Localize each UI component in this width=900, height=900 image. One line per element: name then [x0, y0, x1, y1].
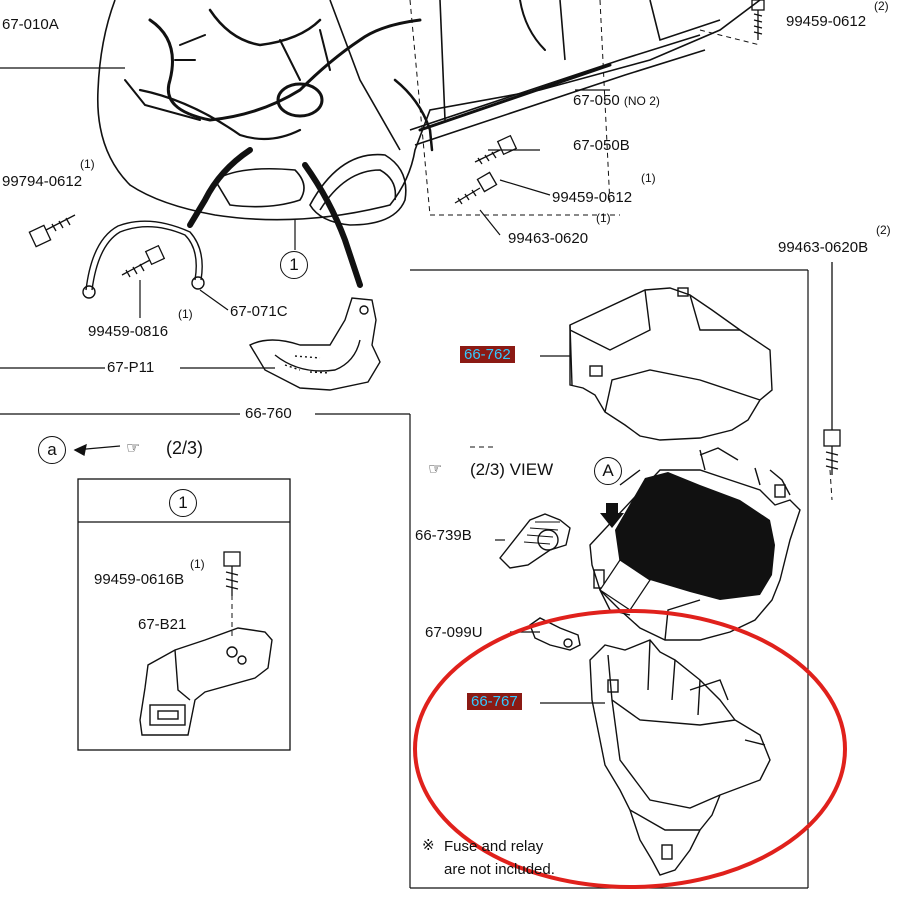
footnote-line-2: are not included. — [444, 861, 555, 878]
callout-circle-a: a — [38, 436, 66, 464]
bolt-icon-99463-0620 — [454, 171, 498, 205]
label-99459-0616B: 99459-0616B — [94, 571, 185, 588]
label-two-thirds: (2/3) — [166, 438, 204, 458]
label-99463-0620: 99463-0620 — [508, 230, 589, 247]
highlight-ellipse — [413, 609, 847, 889]
label-66-762-highlight: 66-762 — [460, 346, 515, 363]
terminal-66-739B-drawing — [499, 513, 571, 569]
label-66-762: 66-762 — [460, 346, 515, 363]
label-99463-0620B: 99463-0620B — [778, 239, 869, 256]
bolt-icon-99459-0816 — [121, 244, 166, 278]
callout-circle-1: 1 — [280, 251, 308, 279]
label-view: (2/3) VIEW — [470, 460, 554, 479]
leader-lines — [0, 67, 809, 889]
label-66-760: 66-760 — [245, 405, 292, 422]
label-67-050-suffix: (NO 2) — [623, 94, 660, 108]
fuse-box-bracket-66-767-drawing — [589, 639, 771, 876]
label-67-P11: 67-P11 — [107, 359, 155, 376]
label-67-050-number: 67-050 — [573, 92, 620, 109]
inset-circle-1: 1 — [169, 489, 197, 517]
hand-pointer-icon-left: ☞ — [126, 438, 141, 457]
label-67-099U: 67-099U — [425, 624, 483, 641]
label-qty-99463-0620B: (2) — [876, 223, 891, 237]
label-99794-0612: 99794-0612 — [2, 173, 83, 190]
label-66-767: 66-767 — [467, 693, 522, 710]
bolt-icon-99459-0612 — [474, 134, 518, 165]
footnote-line-1: Fuse and relay — [444, 838, 544, 855]
label-66-767-highlight: 66-767 — [467, 693, 522, 710]
label-qty-99459-0816: (1) — [178, 307, 193, 321]
label-99459-0612-mid: 99459-0612 — [552, 189, 633, 206]
relay-block-drawing — [599, 472, 775, 611]
label-qty-99459-0616B: (1) — [190, 557, 205, 571]
label-67-010A: 67-010A — [2, 16, 59, 33]
fuse-box-cover-66-762-drawing — [569, 287, 773, 441]
label-99459-0612-top: 99459-0612 — [786, 13, 867, 30]
bolt-icon-top-right — [751, 0, 765, 40]
callout-circle-A: A — [594, 457, 622, 485]
bolt-icon-99463-0620B — [823, 262, 841, 475]
bolt-icon-99459-0616B — [223, 551, 241, 596]
bolt-icon-99794-0612 — [28, 214, 76, 248]
label-qty-99794-0612: (1) — [80, 157, 95, 171]
label-99459-0816: 99459-0816 — [88, 323, 169, 340]
label-67-050: 67-050 (NO 2) — [573, 93, 660, 109]
hand-pointer-icon-view: ☞ — [428, 459, 443, 478]
footnote-mark: ※ — [422, 837, 435, 854]
label-qty-99463-0620: (1) — [596, 211, 611, 225]
label-67-B21: 67-B21 — [138, 616, 187, 633]
battery-cable-drawing — [82, 220, 205, 299]
bracket-67-P11-drawing — [249, 297, 381, 391]
view-arrow-icon — [600, 503, 624, 528]
label-67-071C: 67-071C — [230, 303, 288, 320]
label-qty-99459-0612-mid: (1) — [641, 171, 656, 185]
label-66-739B: 66-739B — [415, 527, 472, 544]
wiring-harness-drawing — [124, 0, 612, 288]
reference-arrow-icon — [73, 443, 121, 457]
label-qty-99459-0612-top: (2) — [874, 0, 889, 13]
label-67-050B: 67-050B — [573, 137, 630, 154]
car-body-drawing — [96, 0, 761, 226]
inset-detail-box — [77, 478, 291, 751]
bracket-67-B21-drawing — [139, 627, 273, 736]
